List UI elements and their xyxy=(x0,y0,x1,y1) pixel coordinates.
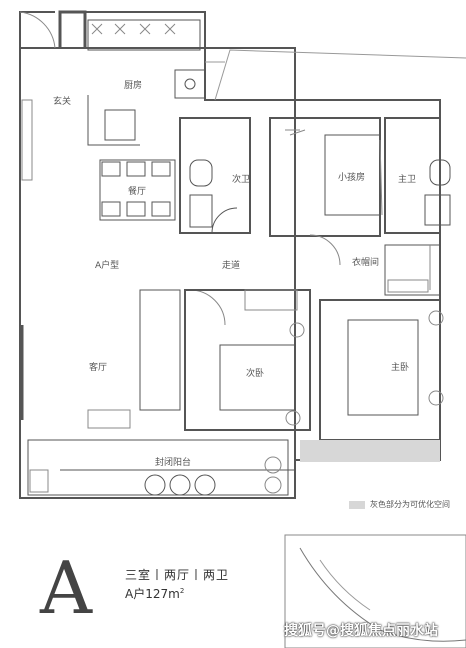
room-label-corridor: 走道 xyxy=(222,259,240,271)
unit-area-sup: 2 xyxy=(179,587,185,595)
room-label-bathroom2: 次卫 xyxy=(232,173,250,185)
living-sofa xyxy=(139,289,181,411)
room-label-living: 客厅 xyxy=(89,361,107,373)
room-label-entrance: 玄关 xyxy=(53,95,71,107)
room-label-master-bath: 主卫 xyxy=(398,173,416,185)
unit-letter: A xyxy=(40,546,92,630)
kids-bed xyxy=(324,134,381,216)
watermark: 搜狐号@搜狐焦点丽水站 xyxy=(284,623,438,639)
master-bath-walls xyxy=(384,117,441,234)
unit-area: A户127m2 xyxy=(125,585,184,602)
unit-layout: 三室丨两厅丨两卫 xyxy=(125,568,230,582)
unit-area-prefix: A户 xyxy=(125,587,146,601)
cloakroom-walls xyxy=(384,244,441,296)
legend-swatch xyxy=(349,501,365,509)
bedroom2-walls xyxy=(184,289,311,431)
kitchen-counter xyxy=(87,19,201,51)
unit-type-label: A户型 xyxy=(95,259,119,271)
room-label-master-bedroom: 主卧 xyxy=(391,361,409,373)
room-label-bedroom2: 次卧 xyxy=(246,367,264,379)
room-label-dining: 餐厅 xyxy=(128,185,146,197)
kitchen-stove xyxy=(104,109,136,141)
kitchen-sink xyxy=(174,69,206,99)
outer-wall-left xyxy=(19,47,296,499)
site-plan-inset xyxy=(284,534,466,648)
legend-text: 灰色部分为可优化空间 xyxy=(370,500,450,509)
optimizable-area xyxy=(300,440,440,462)
dining-table xyxy=(99,159,176,221)
room-label-balcony: 封闭阳台 xyxy=(155,456,191,468)
master-bedroom-walls xyxy=(319,299,441,441)
bathroom2-walls xyxy=(179,117,251,234)
room-label-cloakroom: 衣帽间 xyxy=(352,256,379,268)
room-label-kitchen: 厨房 xyxy=(124,79,142,91)
master-bed xyxy=(347,319,419,416)
room-label-kids-room: 小孩房 xyxy=(338,171,365,183)
bedroom2-bed xyxy=(219,344,296,411)
unit-area-value: 127m xyxy=(145,587,180,601)
